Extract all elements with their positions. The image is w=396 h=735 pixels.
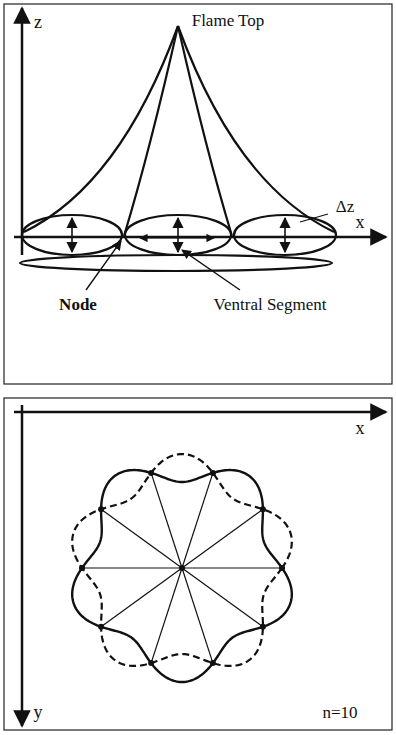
node-dot	[79, 565, 85, 571]
leader-arrow	[182, 250, 240, 290]
node-dot	[98, 624, 104, 630]
leader-line	[300, 214, 328, 222]
spoke-line	[101, 568, 182, 627]
node-dot	[210, 470, 216, 476]
node-dot	[179, 565, 185, 571]
dashed-mode	[72, 454, 292, 666]
node-dot	[98, 506, 104, 512]
spoke-line	[182, 473, 213, 568]
spoke-line	[101, 509, 182, 568]
flame-label: Flame Top	[190, 11, 267, 30]
ventral-segments	[22, 215, 336, 255]
y-axis	[21, 405, 24, 726]
spoke-line	[182, 568, 263, 627]
flame-envelope	[24, 26, 334, 236]
spoke-line	[182, 567, 282, 568]
z-axis	[21, 8, 24, 255]
delta-z-arrows	[72, 218, 285, 252]
axis-label: y	[32, 702, 45, 722]
axis-label: x	[354, 418, 367, 438]
spoke-line	[82, 567, 182, 568]
mode-pattern	[72, 454, 292, 682]
part-label: Ventral Segment	[212, 295, 329, 314]
spoke-line	[151, 568, 182, 663]
base-ellipse	[20, 255, 332, 271]
panel-frame	[4, 398, 392, 730]
x-axis	[14, 236, 386, 239]
x-axis	[14, 411, 386, 414]
axis-label: x	[354, 212, 367, 232]
leader-arrow	[86, 241, 121, 290]
axis-label: z	[32, 12, 44, 32]
node-dot	[279, 565, 285, 571]
node-dot	[260, 624, 266, 630]
node-dot	[260, 506, 266, 512]
spoke-line	[182, 509, 263, 568]
node-dot	[210, 660, 216, 666]
node-dot	[148, 660, 154, 666]
spoke-line	[182, 568, 213, 663]
part-label: Node	[57, 295, 99, 314]
panel-frame	[4, 4, 392, 384]
mode-label: n=10	[320, 703, 359, 722]
node-dot	[148, 470, 154, 476]
spoke-line	[151, 473, 182, 568]
